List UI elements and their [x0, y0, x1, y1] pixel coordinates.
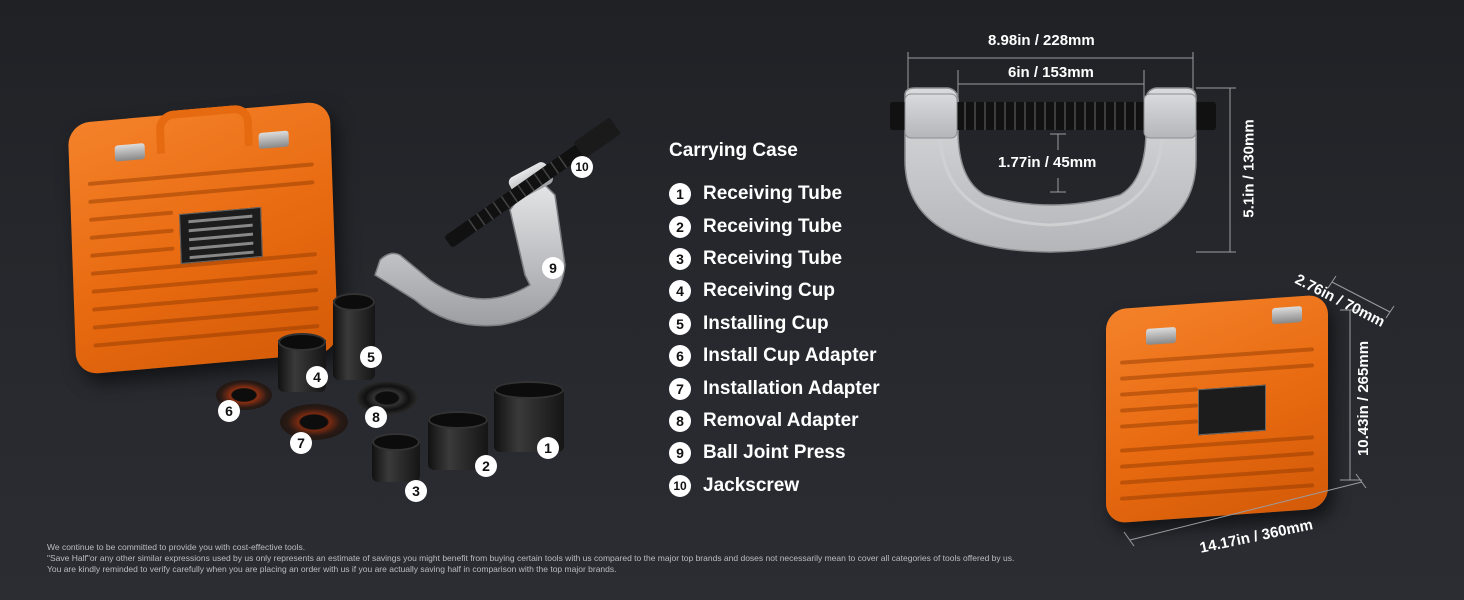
press-width-label: 8.98in / 228mm	[988, 32, 1095, 49]
disclaimer-line: "Save Half"or any other similar expressi…	[47, 553, 1015, 563]
list-item-label: Jackscrew	[703, 474, 800, 496]
case-height-label: 10.43in / 265mm	[1355, 340, 1373, 457]
list-item-label: Ball Joint Press	[703, 442, 846, 464]
callout-2: 2	[475, 455, 497, 477]
removal-adapter-8	[356, 381, 418, 415]
list-item: 8 Removal Adapter	[669, 405, 880, 437]
case-latch-left	[114, 143, 146, 162]
number-badge: 9	[669, 442, 691, 465]
disclaimer-line: You are kindly reminded to verify carefu…	[47, 564, 617, 574]
number-badge: 2	[669, 215, 691, 238]
disclaimer-line: We continue to be committed to provide y…	[47, 542, 306, 552]
list-item: 5 Installing Cup	[669, 308, 880, 340]
number-badge: 5	[669, 312, 691, 335]
disclaimer: We continue to be committed to provide y…	[47, 542, 1014, 575]
callout-3: 3	[405, 480, 427, 502]
list-item: 4 Receiving Cup	[669, 275, 880, 307]
case-label-plate	[179, 206, 263, 264]
number-badge: 10	[669, 474, 691, 497]
callout-7: 7	[290, 432, 312, 454]
list-item-label: Receiving Cup	[703, 280, 835, 302]
callout-6: 6	[218, 400, 240, 422]
callout-9: 9	[542, 257, 564, 279]
list-item-label: Receiving Tube	[703, 247, 843, 269]
callout-4: 4	[306, 366, 328, 388]
press-height-label: 5.1in / 130mm	[1240, 119, 1258, 218]
list-item-label: Install Cup Adapter	[703, 345, 877, 367]
callout-5: 5	[360, 346, 382, 368]
list-item-label: Removal Adapter	[703, 409, 859, 431]
list-item-label: Receiving Tube	[703, 183, 843, 205]
throat-depth-label: 1.77in / 45mm	[998, 154, 1097, 171]
list-item: 7 Installation Adapter	[669, 372, 880, 404]
number-badge: 1	[669, 183, 691, 206]
list-item-label: Installation Adapter	[703, 377, 880, 399]
press-dimension-diagram	[890, 52, 1236, 253]
case-dimension-lines	[1123, 275, 1395, 547]
receiving-tube-3	[372, 433, 420, 482]
list-title: Carrying Case	[669, 140, 798, 161]
list-item: 3 Receiving Tube	[669, 243, 880, 275]
list-item: 9 Ball Joint Press	[669, 437, 880, 469]
list-item: 1 Receiving Tube	[669, 178, 880, 210]
list-item-label: Receiving Tube	[703, 215, 843, 237]
list-item-label: Installing Cup	[703, 312, 829, 334]
callout-1: 1	[537, 437, 559, 459]
installing-cup-5	[333, 293, 375, 380]
number-badge: 8	[669, 409, 691, 432]
ball-joint-press-image	[374, 117, 621, 327]
list-item: 2 Receiving Tube	[669, 210, 880, 242]
installation-adapter-7	[280, 404, 348, 440]
number-badge: 7	[669, 377, 691, 400]
callout-8: 8	[365, 406, 387, 428]
screw-span-label: 6in / 153mm	[1008, 64, 1094, 81]
case-latch-right	[258, 130, 290, 150]
case-handle	[155, 103, 253, 154]
number-badge: 4	[669, 280, 691, 303]
list-item: 6 Install Cup Adapter	[669, 340, 880, 372]
receiving-tube-1	[494, 381, 564, 452]
number-badge: 6	[669, 345, 691, 368]
list-item: 10 Jackscrew	[669, 470, 880, 502]
receiving-tube-2	[428, 411, 488, 470]
number-badge: 3	[669, 247, 691, 270]
callout-10: 10	[571, 156, 593, 178]
